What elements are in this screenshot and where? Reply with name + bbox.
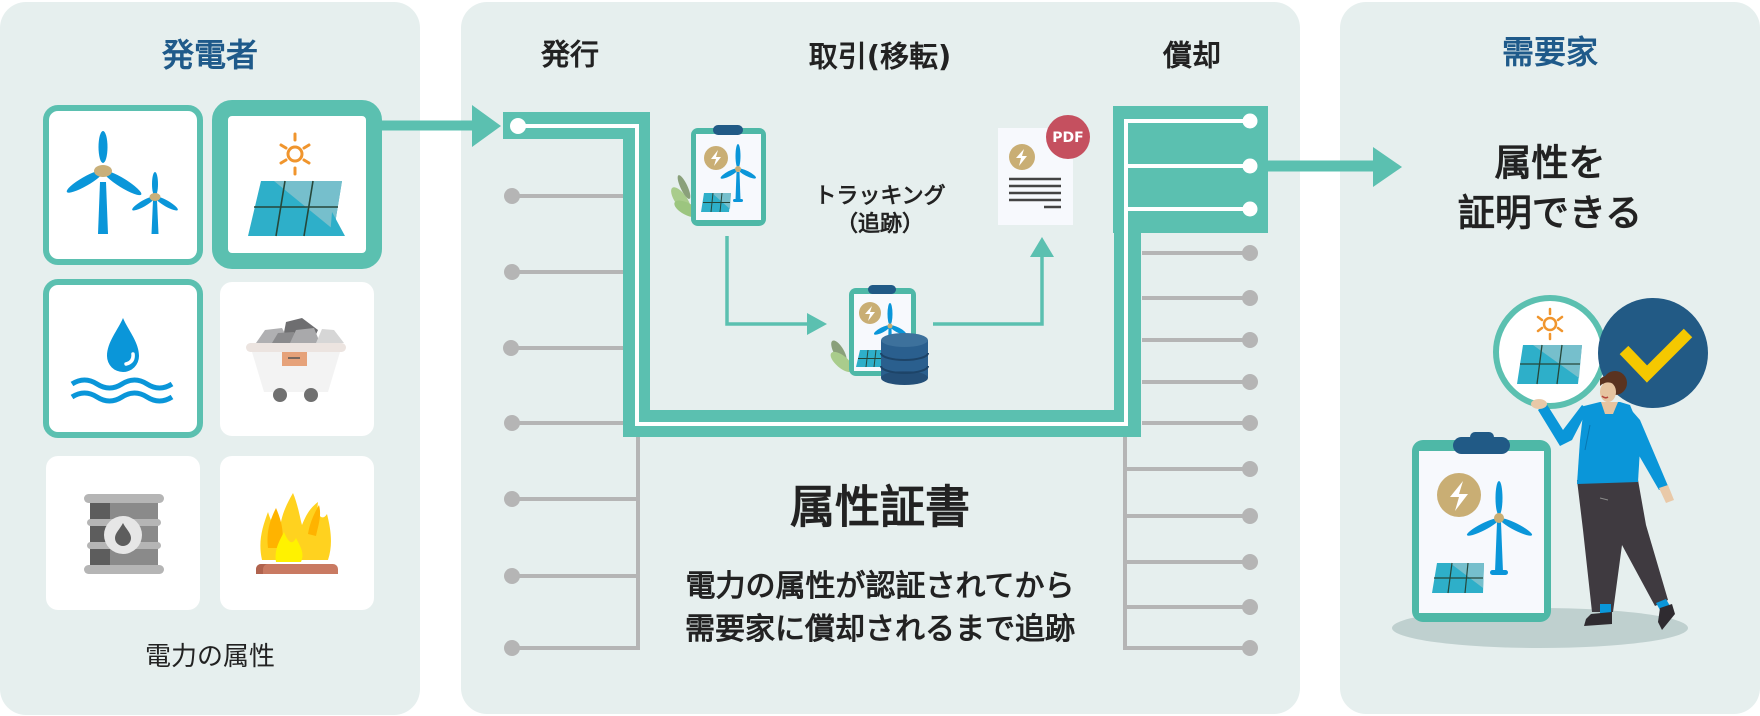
stage-issuance-label: 発行 — [540, 37, 600, 72]
tracking-arrow-to-database — [725, 236, 827, 335]
database-icon — [880, 333, 929, 385]
stage-transfer-label: 取引(移転) — [808, 39, 952, 74]
water-drop-icon — [70, 318, 174, 404]
tracked-certificate-path — [503, 106, 1268, 437]
pdf-document-icon: PDF — [998, 115, 1090, 225]
certificate-clipboard-icon — [671, 125, 766, 226]
consumer-message-line-2: 証明できる — [1457, 191, 1643, 235]
flow-arrow-issuance — [374, 105, 501, 147]
solar-attribute-badge — [1493, 295, 1607, 409]
tracking-sublabel: （追跡） — [835, 212, 925, 237]
consumer-person-figure — [1531, 371, 1675, 630]
issue-node — [510, 118, 526, 134]
retire-node — [1242, 158, 1258, 174]
certificate-title: 属性証書 — [789, 480, 971, 534]
retire-node — [1242, 201, 1258, 217]
certificate-description-line-2: 需要家に償却されるまで追跡 — [685, 612, 1075, 647]
flow-arrow-consumer — [1266, 147, 1402, 187]
consumer-title: 需要家 — [1501, 33, 1599, 71]
solar-panel-icon — [248, 132, 345, 237]
certificate-description-line-1: 電力の属性が認証されてから — [685, 569, 1075, 604]
producer-footer-label: 電力の属性 — [144, 642, 276, 672]
pdf-badge — [1046, 115, 1090, 159]
consumer-message-line-1: 属性を — [1494, 141, 1606, 185]
pdf-badge-label: PDF — [1052, 130, 1083, 146]
coal-cart-icon — [246, 318, 346, 402]
producer-title: 発電者 — [161, 36, 259, 74]
gray-rails-retirement — [1123, 245, 1258, 656]
tracking-arrow-to-pdf — [933, 237, 1054, 326]
oil-barrel-icon — [84, 494, 164, 574]
fire-icon — [256, 493, 338, 574]
stage-retirement-label: 償却 — [1162, 38, 1222, 73]
tracking-label: トラッキング — [814, 184, 946, 209]
retire-node — [1242, 113, 1258, 129]
wind-turbine-icon — [66, 131, 178, 234]
proof-clipboard-icon — [1412, 432, 1551, 622]
gray-rails-issuance — [503, 188, 640, 656]
